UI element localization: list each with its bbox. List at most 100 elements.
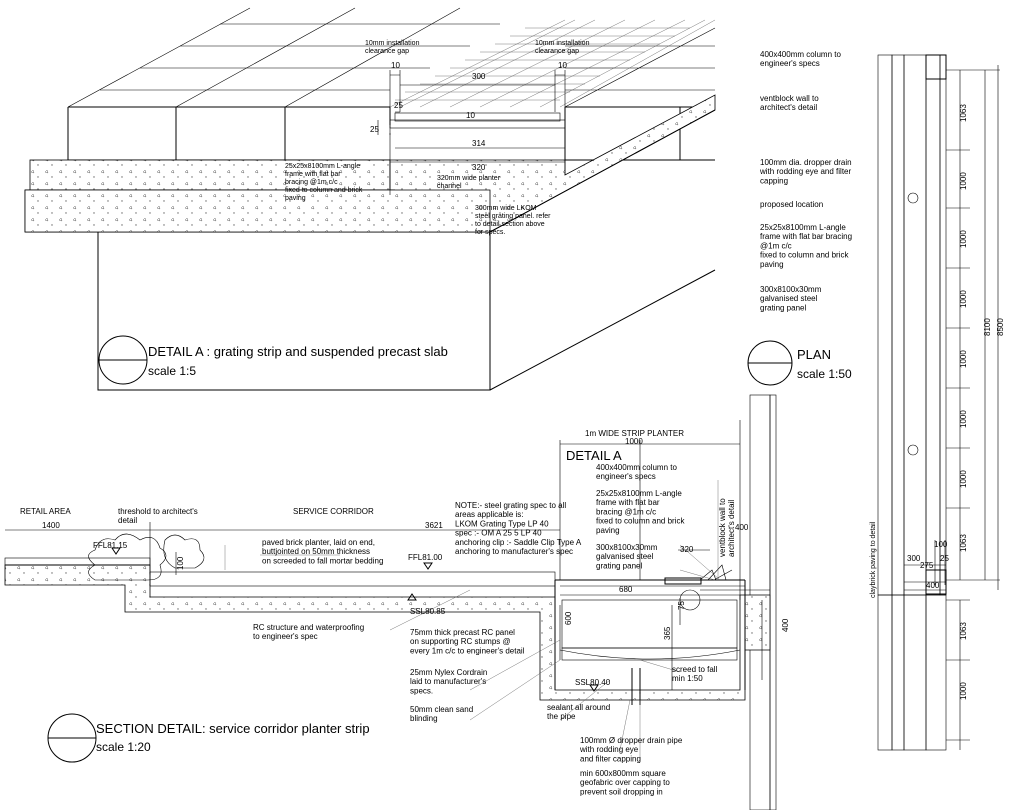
text-line: clearance gap (535, 48, 579, 55)
detail-a-dim-300: 300 (472, 72, 486, 81)
text-line: bracing @1m c/c (285, 179, 338, 186)
section-ffl1: FFL81.15 (93, 541, 128, 550)
text-line: architect's detail (760, 103, 817, 112)
text-line: detail (118, 516, 137, 525)
text-line: to engineer's spec (253, 632, 318, 641)
section-strip-label: 1m WIDE STRIP PLANTER (585, 429, 684, 438)
text-line: and filter capping (580, 754, 641, 763)
section-ssl2: SSL80.40 (575, 678, 611, 687)
plan-dim-1000a: 1000 (959, 172, 968, 190)
plan-dim-1000b: 1000 (959, 230, 968, 248)
plan-dim-275: 275 (920, 561, 934, 570)
text-line: frame with flat bar (285, 171, 341, 178)
text-line: every 1m c/c to engineer's detail (410, 646, 525, 655)
plan-dim-1000g: 1000 (959, 682, 968, 700)
text-line: steel grating panel. refer (475, 213, 551, 220)
text-line: the pipe (547, 712, 576, 721)
plan-dim-100: 100 (934, 540, 948, 549)
text-line: architect's detail (727, 500, 736, 557)
section-dim-100: 100 (176, 556, 185, 570)
detail-a-title: DETAIL A : grating strip and suspended p… (148, 344, 448, 359)
detail-a-dim-314: 314 (472, 139, 486, 148)
section-drawing (4, 394, 777, 810)
text-line: specs. (410, 686, 433, 695)
plan-dim-1000d: 1000 (959, 410, 968, 428)
plan-title: PLAN (797, 347, 831, 362)
detail-a-title-bubble (98, 335, 148, 385)
plan-dim-300: 300 (907, 554, 921, 563)
plan-dim-8100: 8100 (983, 318, 992, 336)
section-dim-365: 365 (663, 626, 672, 640)
text-line: prevent soil dropping in (580, 787, 663, 796)
section-dims: 1400 3621 1000 100 320 400 680 75 600 36… (42, 437, 790, 640)
text-line: channel (437, 183, 462, 190)
plan-title-bubble (747, 340, 793, 386)
plan-scale: scale 1:50 (797, 367, 852, 381)
text-line: for specs. (475, 229, 505, 236)
text-line: on screeded to fall mortar bedding (262, 556, 383, 565)
plan-dim-1000e: 1000 (959, 470, 968, 488)
section-ffl2: FFL81.00 (408, 553, 443, 562)
text-line: with rodding eye and filter (759, 167, 852, 176)
text-line: fixed to column and brick (760, 251, 849, 260)
plan-dim-1000c: 1000 (959, 290, 968, 308)
section-dim-400a: 400 (735, 523, 749, 532)
text-line: paving (285, 195, 306, 202)
text-line: geofabric over capping to (580, 778, 670, 787)
text-line: anchoring to manufacturer's spec (455, 547, 573, 556)
section-dim-320: 320 (680, 545, 694, 554)
text-line: galvanised steel (760, 294, 818, 303)
text-line: blinding (410, 714, 438, 723)
plan-column-top (925, 54, 947, 80)
section-detail-a-callout: DETAIL A (566, 448, 622, 463)
plan-dropper-drain-icon-2 (907, 444, 919, 456)
section-dim-680: 680 (619, 585, 633, 594)
detail-a-dim-25: 25 (394, 101, 403, 110)
section-ssl1: SSL80.85 (410, 607, 446, 616)
text-line: min 1:50 (672, 674, 703, 683)
text-line: grating panel (760, 303, 806, 312)
section-retail-label: RETAIL AREA (20, 507, 71, 516)
section-dim-1000: 1000 (625, 437, 643, 446)
section-ventblock-note: ventblock wall toarchitect's detail (718, 498, 736, 557)
text-line: areas applicable is: (455, 510, 523, 519)
plan-dim-400: 400 (926, 581, 940, 590)
grating-bars (395, 19, 706, 108)
text-line: anchoring clip :- Saddle Clip Type A (455, 538, 582, 547)
detail-a-dim-25v: 25 (370, 125, 379, 134)
section-dim-3621: 3621 (425, 521, 443, 530)
detail-a-dim-10c: 10 (466, 111, 475, 120)
text-line: laid to manufacturer's (410, 677, 486, 686)
text-line: buttjointed on 50mm thickness (262, 547, 370, 556)
detail-a-drawing (24, 7, 716, 391)
text-line: to detail section above (475, 221, 545, 228)
text-line: fixed to column and brick (285, 187, 363, 194)
text-line: fixed to column and brick (596, 517, 685, 526)
plan-dim-1063c: 1063 (959, 622, 968, 640)
text-line: capping (760, 176, 788, 185)
section-paved-note: paved brick planter, laid on end,buttjoi… (262, 538, 383, 565)
section-title: SECTION DETAIL: service corridor planter… (96, 721, 370, 736)
text-line: paving (760, 260, 784, 269)
text-line: grating panel (596, 561, 642, 570)
text-line: engineer's specs (760, 59, 820, 68)
